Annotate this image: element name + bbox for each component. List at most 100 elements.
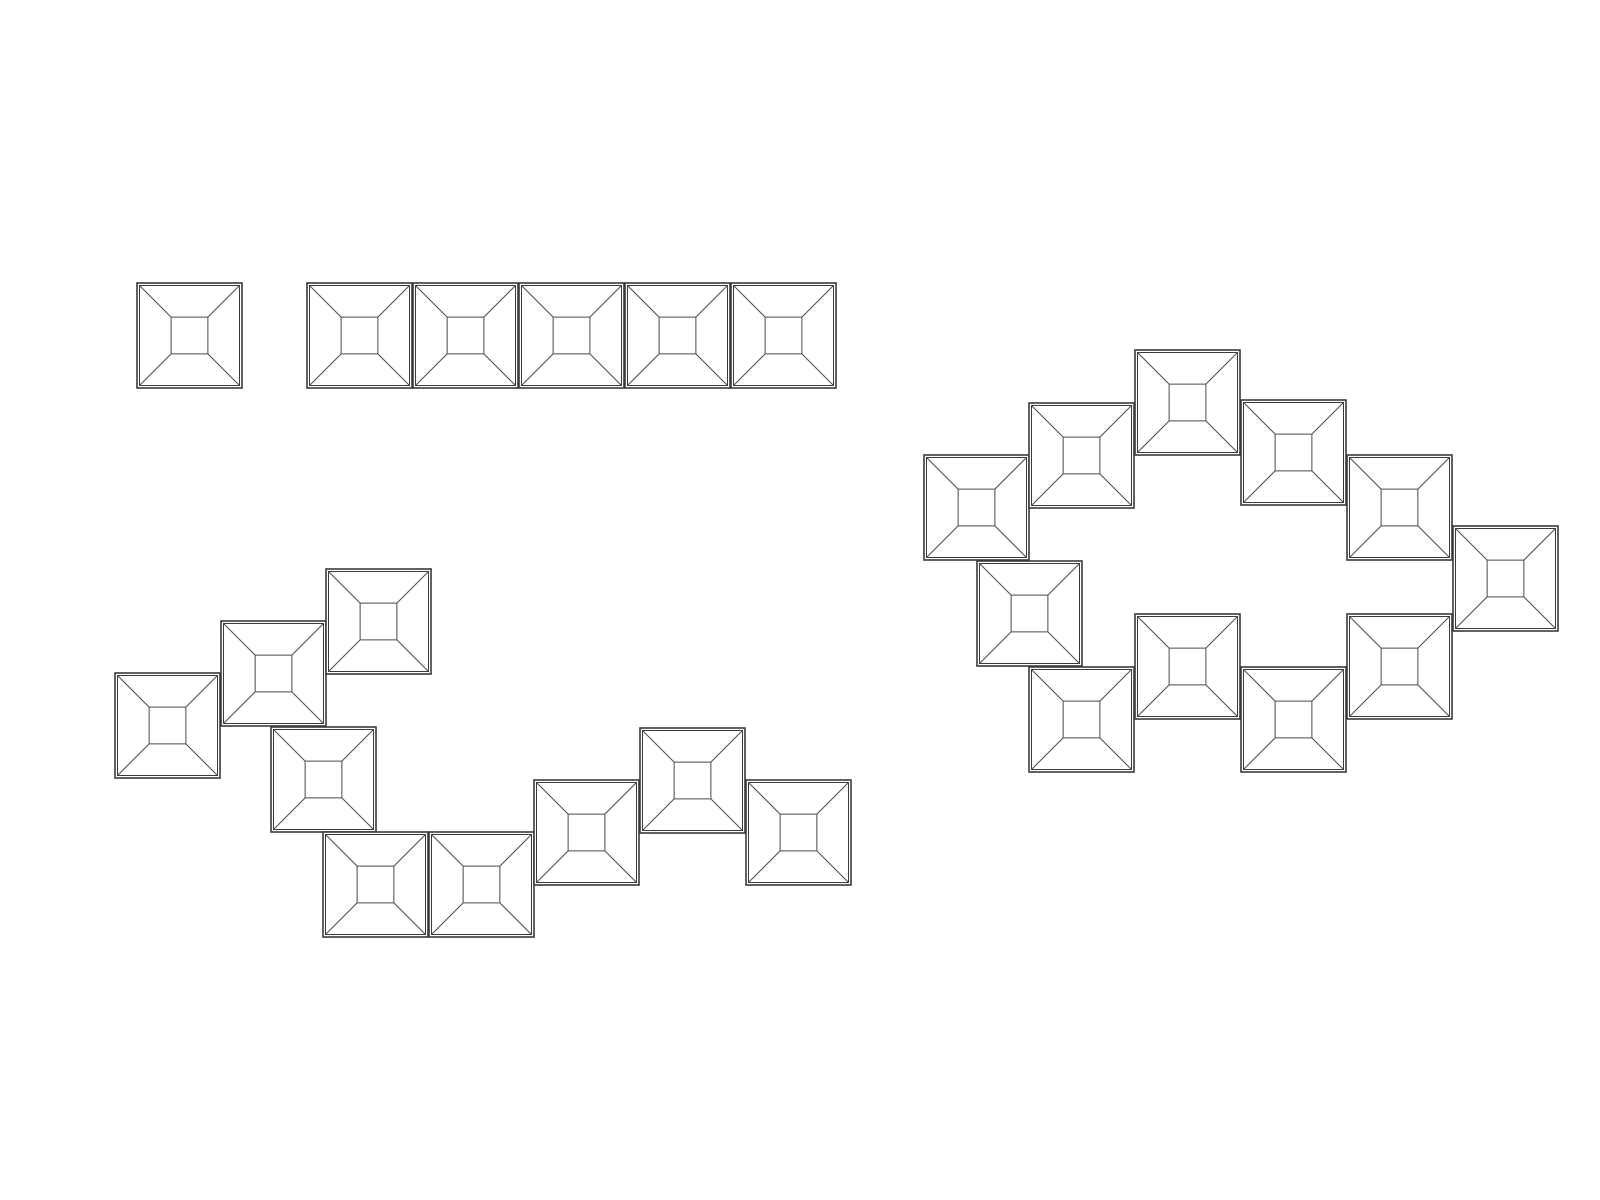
square-frustum-tile-icon	[1240, 666, 1347, 773]
tiles-layer	[114, 282, 1559, 938]
tile-inner-border	[627, 285, 728, 386]
tile-diagonal-edge	[185, 675, 218, 708]
tile-center-square	[957, 488, 996, 527]
tile-diagonal-edge	[1349, 525, 1382, 558]
tile-diagonal-edge	[499, 902, 532, 935]
tile-diagonal-edge	[521, 285, 554, 318]
tile-diagonal-edge	[328, 571, 361, 604]
tile-diagonal-edge	[223, 691, 256, 724]
tile-diagonal-edge	[1243, 737, 1276, 770]
tile-diagonal-edge	[642, 798, 675, 831]
tile-inner-border	[309, 285, 410, 386]
tile-diagonal-edge	[1311, 402, 1344, 435]
square-frustum-tile-icon	[639, 727, 746, 834]
tile-inner-border	[642, 730, 743, 831]
tile-diagonal-edge	[1349, 457, 1382, 490]
tile-center-square	[779, 813, 818, 852]
straight-row-group	[306, 282, 837, 389]
square-frustum-tile-icon	[114, 672, 221, 779]
square-frustum-tile-icon	[1346, 454, 1453, 561]
tile-diagonal-edge	[536, 850, 569, 883]
tile-diagonal-edge	[979, 631, 1012, 664]
tile-center-square	[148, 706, 187, 745]
tile-inner-border	[139, 285, 240, 386]
tile-diagonal-edge	[341, 797, 374, 830]
tile-diagonal-edge	[341, 729, 374, 762]
tile-center-square	[446, 316, 485, 355]
square-frustum-tile-icon	[428, 831, 535, 938]
tile-diagonal-edge	[139, 285, 172, 318]
tile-diagonal-edge	[1349, 684, 1382, 717]
tile-diagonal-edge	[139, 353, 172, 386]
tile-diagonal-edge	[273, 797, 306, 830]
tile-center-square	[567, 813, 606, 852]
tile-inner-border	[1137, 352, 1238, 453]
tile-diagonal-edge	[1349, 616, 1382, 649]
tile-diagonal-edge	[1243, 669, 1276, 702]
tile-diagonal-edge	[604, 782, 637, 815]
tile-diagonal-edge	[748, 782, 781, 815]
tile-diagonal-edge	[710, 798, 743, 831]
tile-center-square	[658, 316, 697, 355]
tile-inner-border	[431, 834, 532, 935]
tile-center-square	[1010, 594, 1049, 633]
tile-center-square	[1168, 383, 1207, 422]
tile-diagonal-edge	[733, 353, 766, 386]
tile-inner-border	[979, 563, 1080, 664]
tile-diagonal-edge	[1311, 737, 1344, 770]
tile-diagonal-edge	[325, 902, 358, 935]
tile-center-square	[1168, 647, 1207, 686]
tile-inner-border	[223, 623, 324, 724]
tile-center-square	[304, 760, 343, 799]
tile-diagonal-edge	[1205, 352, 1238, 385]
square-frustum-tile-icon	[624, 282, 731, 389]
tile-diagonal-edge	[1523, 596, 1556, 629]
tile-diagonal-edge	[994, 457, 1027, 490]
tile-diagonal-edge	[1137, 352, 1170, 385]
tile-diagonal-edge	[328, 639, 361, 672]
square-frustum-tile-icon	[976, 560, 1083, 667]
tile-diagonal-edge	[926, 525, 959, 558]
tile-diagonal-edge	[710, 730, 743, 763]
tile-inner-border	[1031, 405, 1132, 506]
tile-center-square	[1062, 700, 1101, 739]
tile-diagonal-edge	[1311, 470, 1344, 503]
tile-inner-border	[733, 285, 834, 386]
tile-diagonal-edge	[1455, 596, 1488, 629]
tile-inner-border	[117, 675, 218, 776]
tile-diagonal-edge	[117, 675, 150, 708]
tile-diagonal-edge	[207, 353, 240, 386]
tile-diagonal-edge	[926, 457, 959, 490]
tile-center-square	[356, 865, 395, 904]
tile-diagonal-edge	[309, 353, 342, 386]
tile-center-square	[340, 316, 379, 355]
tile-diagonal-edge	[994, 525, 1027, 558]
square-frustum-tile-icon	[745, 779, 852, 886]
tile-diagonal-edge	[377, 285, 410, 318]
tile-diagonal-edge	[627, 285, 660, 318]
tile-inner-border	[325, 834, 426, 935]
square-frustum-tile-icon	[322, 831, 429, 938]
tile-diagonal-edge	[431, 902, 464, 935]
tile-diagonal-edge	[415, 285, 448, 318]
tile-diagonal-edge	[801, 285, 834, 318]
tile-inner-border	[521, 285, 622, 386]
tile-diagonal-edge	[979, 563, 1012, 596]
tile-diagonal-edge	[627, 353, 660, 386]
tile-diagonal-edge	[816, 782, 849, 815]
tile-diagonal-edge	[1417, 684, 1450, 717]
tile-diagonal-edge	[1031, 473, 1064, 506]
tile-inner-border	[926, 457, 1027, 558]
tile-diagonal-edge	[816, 850, 849, 883]
tile-center-square	[359, 602, 398, 641]
tile-diagonal-edge	[1243, 402, 1276, 435]
tile-inner-border	[1243, 402, 1344, 503]
tile-diagonal-edge	[1205, 684, 1238, 717]
ring-loop-group	[923, 349, 1559, 773]
tile-diagonal-edge	[1031, 405, 1064, 438]
tile-diagonal-edge	[695, 353, 728, 386]
square-frustum-tile-icon	[730, 282, 837, 389]
tile-inner-border	[1349, 616, 1450, 717]
tile-diagonal-edge	[223, 623, 256, 656]
